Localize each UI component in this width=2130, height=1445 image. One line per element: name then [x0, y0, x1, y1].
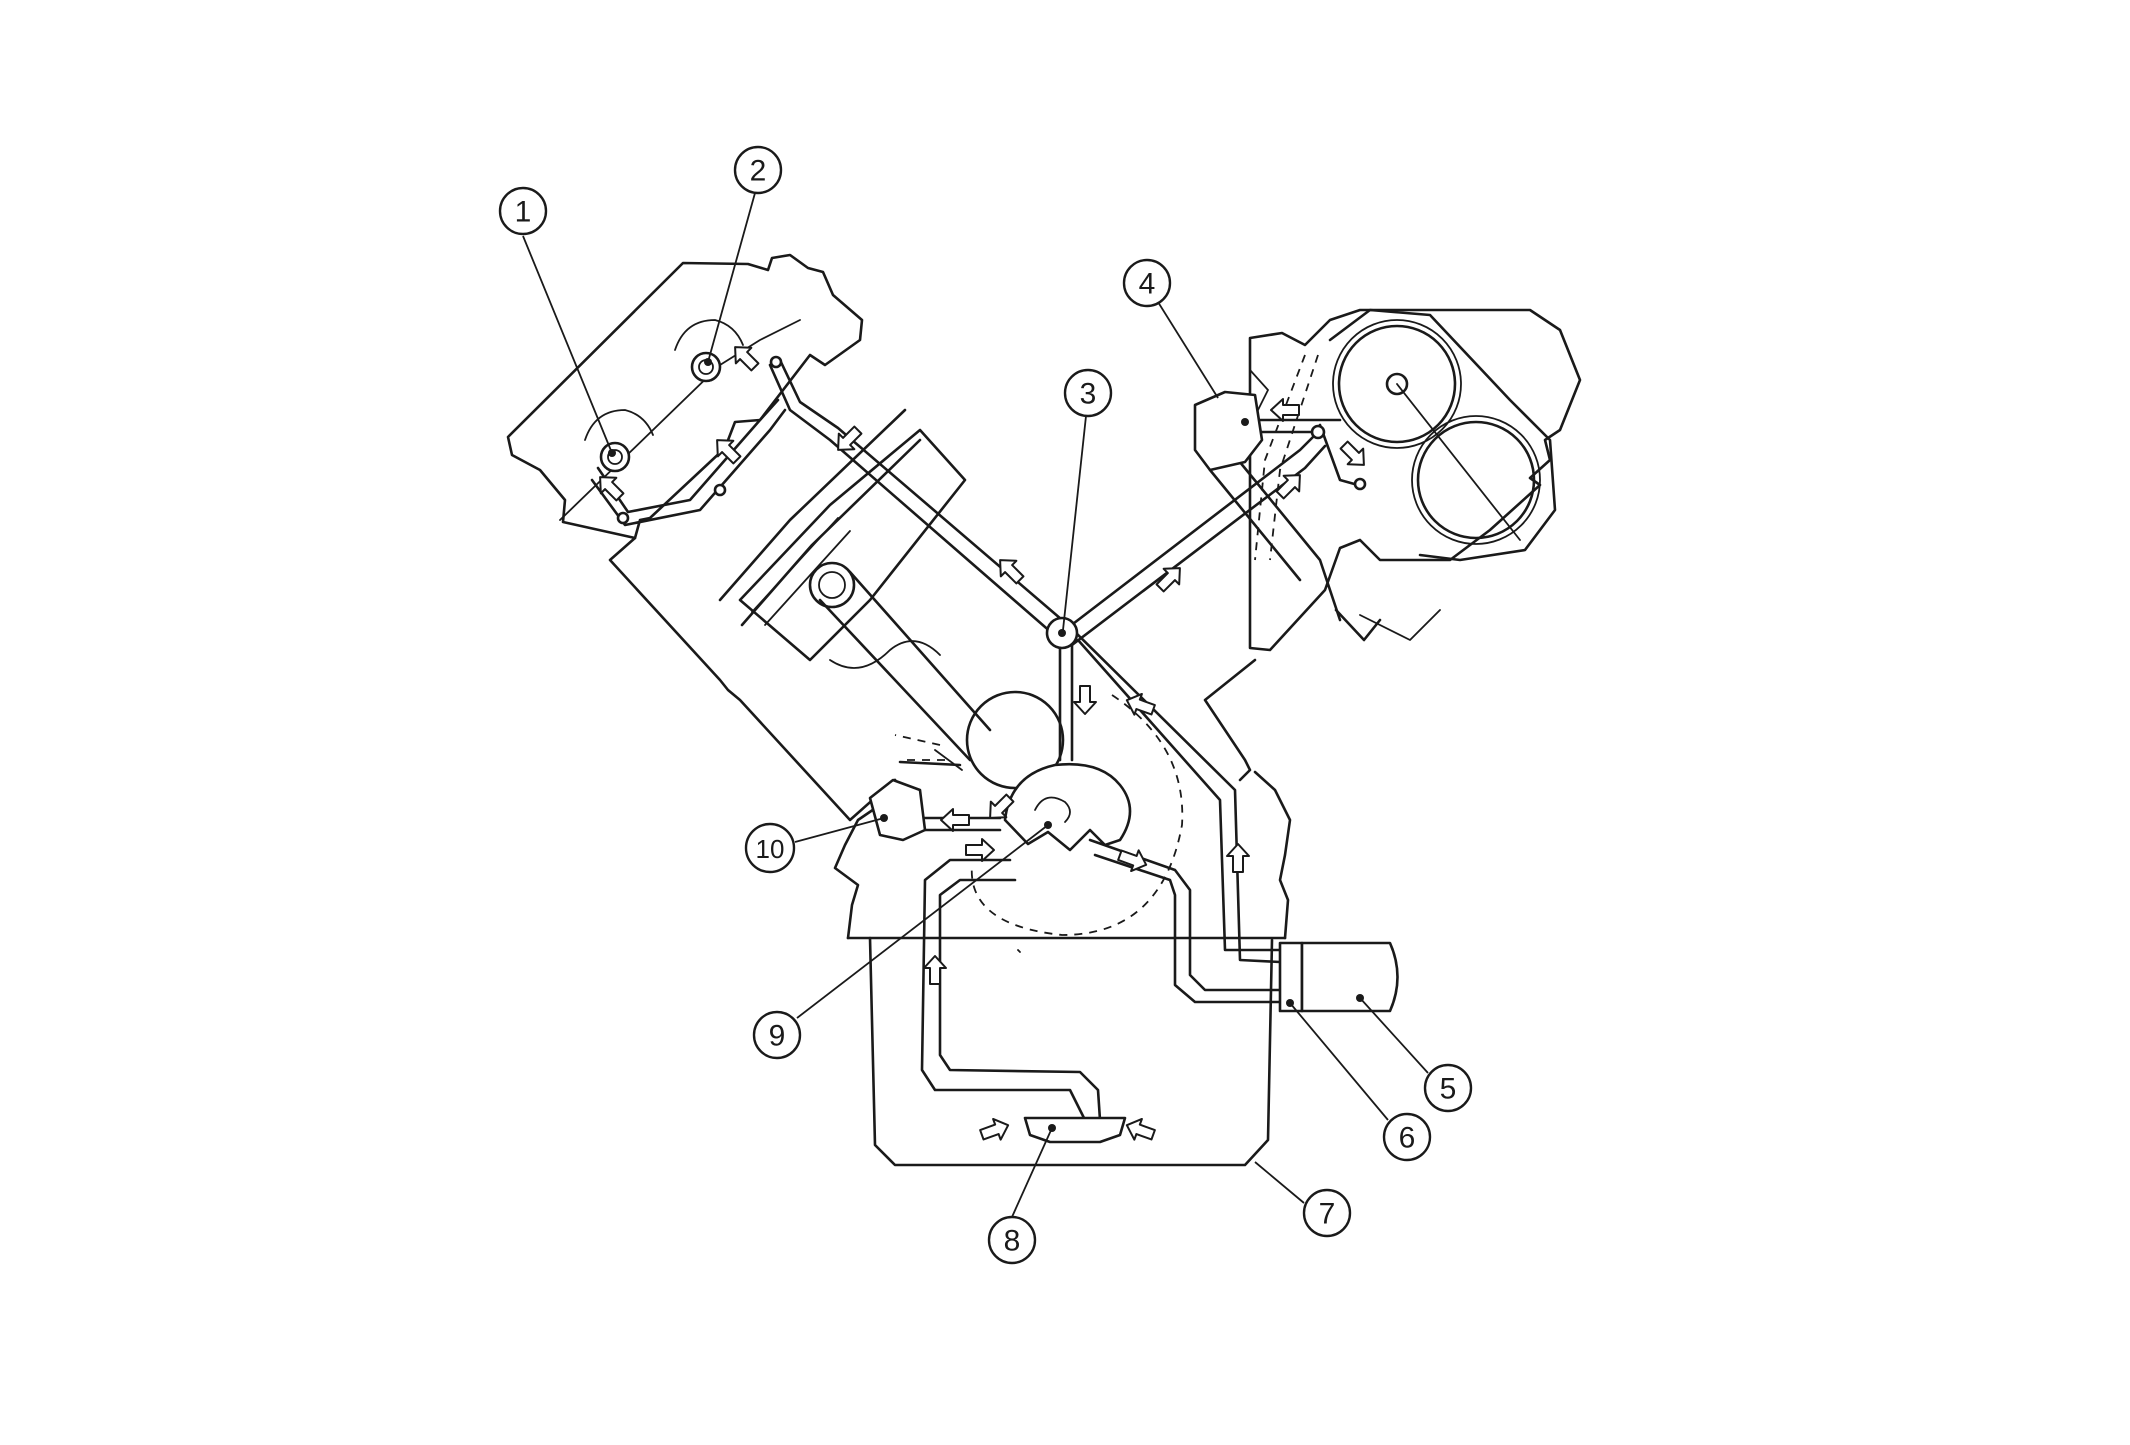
callout-6: 6 [1289, 1002, 1432, 1162]
oil-junction [1045, 616, 1079, 650]
callout-label: 2 [750, 155, 767, 188]
oil-flow-arrow-icon [599, 476, 625, 502]
callout-label: 7 [1319, 1198, 1336, 1231]
oil-flow-arrow-icon [989, 793, 1015, 819]
oil-flow-arrow-icon [716, 439, 742, 465]
left-bank-oil-control-valve [868, 778, 927, 842]
oil-flow-arrow-icon [1073, 685, 1097, 715]
wrist-pin [808, 561, 856, 609]
oil-flow-arrow-icon [965, 838, 995, 862]
oil-flow-arrow-icon [1117, 849, 1148, 873]
right-cylinder-block [1203, 658, 1257, 782]
callout-10: 10 [744, 817, 885, 874]
callout-5: 5 [1356, 994, 1473, 1113]
oil-flow-arrow-icon [940, 808, 970, 832]
callout-label: 8 [1004, 1225, 1021, 1258]
oil-flow-arrow-icon [837, 425, 863, 451]
left-cylinder-block [608, 536, 897, 822]
callout-8: 8 [987, 1127, 1053, 1265]
oil-pickup-tube [920, 858, 1127, 1144]
right-bank-oil-control-valve [1193, 390, 1264, 472]
callout-2: 2 [704, 145, 783, 366]
left-cylinder-bank [506, 253, 992, 822]
right-cylinder-head [1248, 308, 1582, 652]
oil-flow-arrow-icon [1270, 398, 1300, 422]
crankcase [833, 690, 1292, 940]
callout-label: 4 [1139, 268, 1156, 301]
oil-flow-arrow-icon [1226, 843, 1250, 873]
oil-pan [868, 936, 1274, 1167]
oil-strainer [1023, 1116, 1127, 1144]
left-head-oil-passage [590, 351, 1070, 642]
oil-flow-arrow-icon [1125, 692, 1156, 716]
oil-flow-arrow-icon [999, 559, 1025, 585]
callout-label: 6 [1399, 1122, 1416, 1155]
oil-flow-arrow-icon [979, 1117, 1010, 1141]
callout-4: 4 [1122, 258, 1219, 399]
oil-flow-arrow-icon [1339, 440, 1365, 466]
callout-7: 7 [1254, 1161, 1352, 1238]
callout-label: 3 [1080, 378, 1097, 411]
callout-3: 3 [1062, 368, 1113, 631]
left-piston [738, 428, 967, 662]
callout-label: 9 [769, 1020, 786, 1053]
oil-flow-arrow-icon [734, 346, 760, 372]
oil-filter [1300, 941, 1399, 1013]
callout-9: 9 [752, 824, 1049, 1060]
oil-filter-assembly [1278, 941, 1399, 1013]
callout-label: 5 [1440, 1073, 1457, 1106]
left-cylinder-head [506, 253, 864, 540]
cam-sprocket-upper [1337, 324, 1457, 444]
oil-flow-arrow-icon [1155, 567, 1181, 593]
callout-1: 1 [498, 186, 616, 457]
oil-flow-arrow-icon [1275, 474, 1301, 500]
callout-label: 1 [515, 196, 532, 229]
right-head-oil-passage [1063, 390, 1367, 647]
callout-label: 10 [756, 834, 785, 864]
oil-flow-arrow-icon [923, 955, 947, 985]
right-cylinder-bank [1203, 308, 1582, 782]
callouts: 1 2 3 4 5 6 [498, 145, 1473, 1265]
oil-flow-arrows [599, 346, 1365, 1141]
cam-sprocket-lower [1416, 420, 1536, 540]
oil-flow-arrow-icon [1125, 1117, 1156, 1141]
oil-pump [1003, 762, 1132, 852]
